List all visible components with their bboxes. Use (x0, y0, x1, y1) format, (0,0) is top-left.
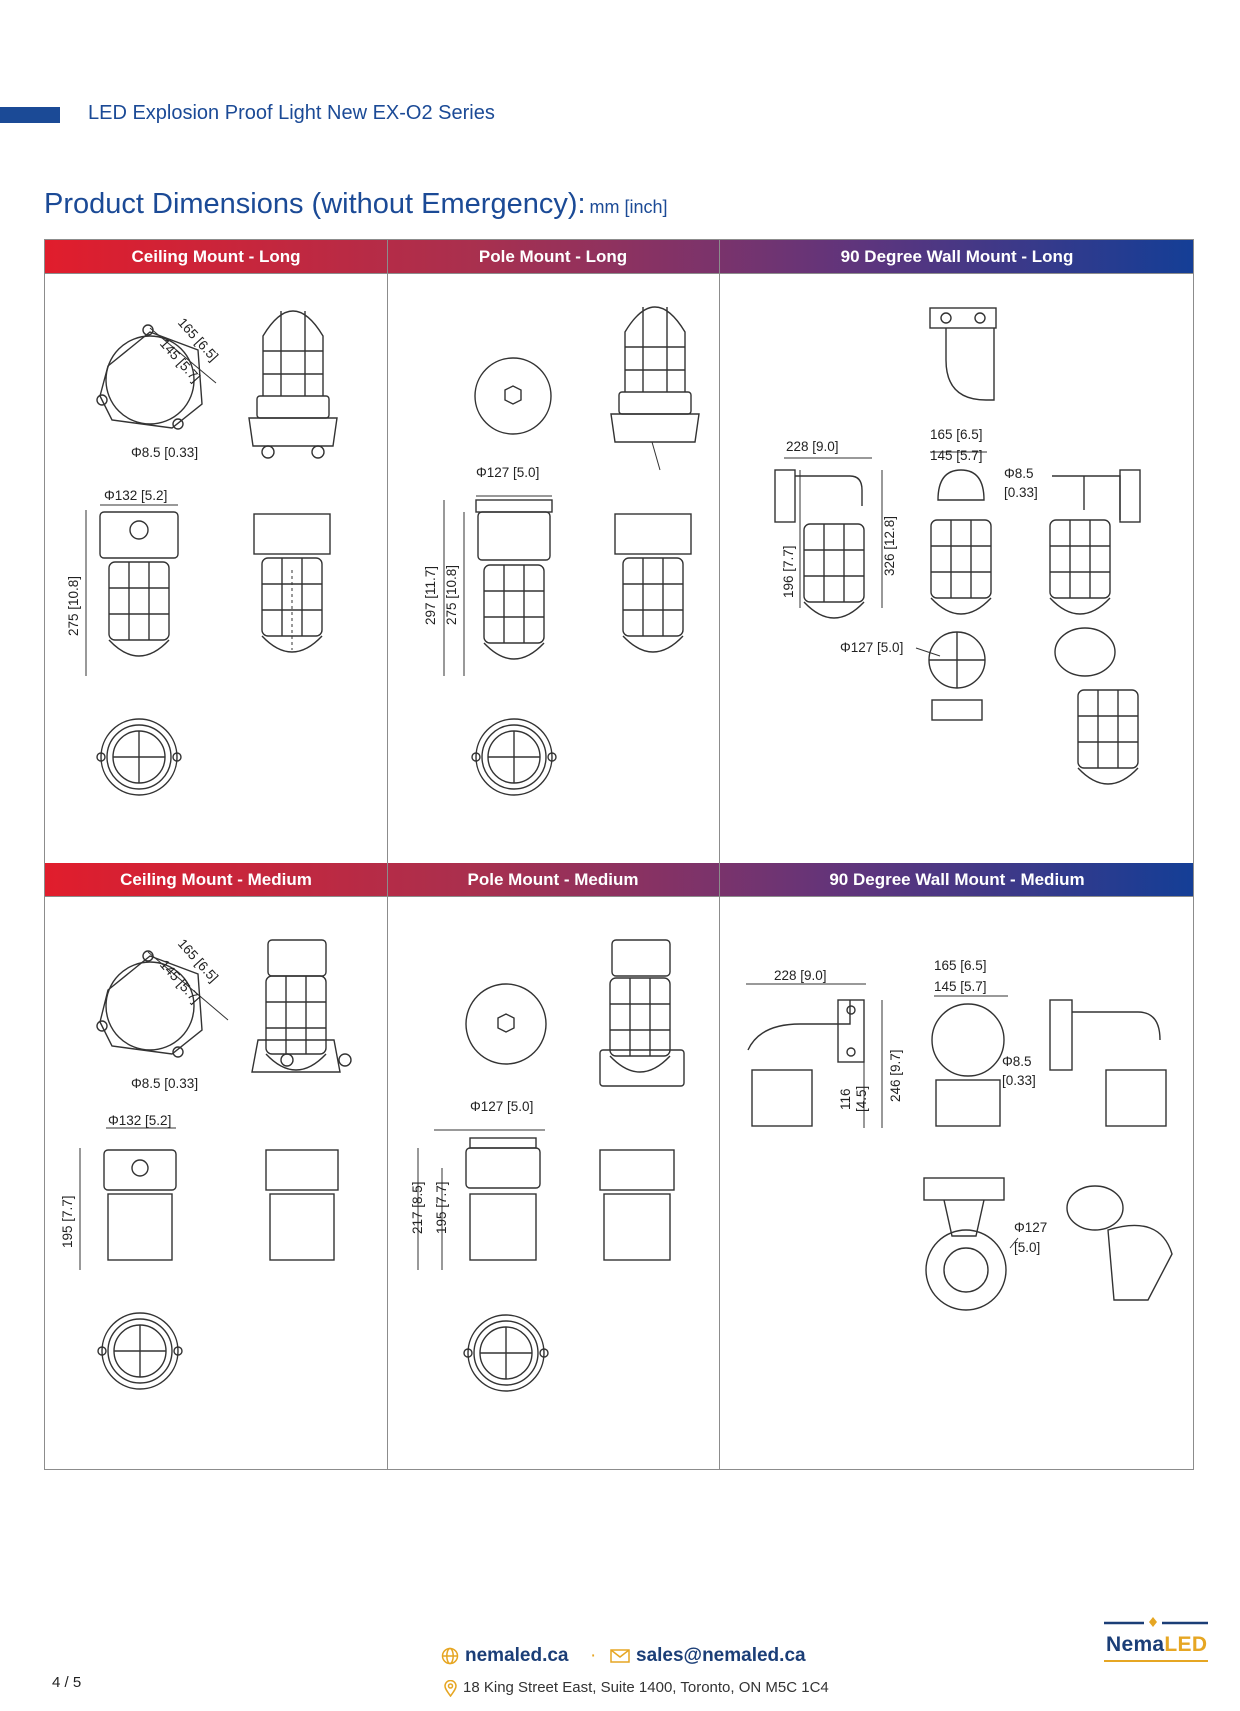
dim-145-wall-medium: 145 [5.7] (934, 979, 987, 994)
dimensions-grid: Ceiling Mount - Long Pole Mount - Long 9… (44, 239, 1194, 1470)
panel-title-wall-long: 90 Degree Wall Mount - Long (840, 247, 1074, 266)
panel-title-wall-medium: 90 Degree Wall Mount - Medium (829, 870, 1085, 889)
dim-8-5-ceiling-long: Φ8.5 [0.33] (131, 445, 199, 460)
footer-address: 18 King Street East, Suite 1400, Toronto… (444, 1679, 829, 1697)
ceiling-medium-drawing (79, 939, 352, 1390)
panel-title-ceiling-medium: Ceiling Mount - Medium (120, 870, 312, 889)
footer-email-text[interactable]: sales@nemaled.ca (636, 1645, 806, 1666)
panel-header-row-2: Ceiling Mount - Medium Pole Mount - Medi… (45, 863, 1193, 896)
grid-divider (45, 896, 1193, 897)
footer-website-text[interactable]: nemaled.ca (465, 1645, 569, 1666)
bulb-logo-icon (1104, 1617, 1208, 1662)
dim-132-ceiling-long: Φ132 [5.2] (104, 488, 168, 503)
header-accent-bar (0, 107, 60, 123)
dim-8-5-wall-medium: Φ8.5 (1002, 1054, 1032, 1069)
dim-145-wall-long: 145 [5.7] (930, 448, 983, 463)
section-title-text: Product Dimensions (without Emergency): (44, 188, 586, 220)
mail-icon (610, 1649, 630, 1663)
grid-divider (45, 273, 1193, 274)
logo-text-b: L (1164, 1633, 1178, 1656)
section-title-unit: mm [inch] (589, 197, 668, 217)
dim-228-wall-long: 228 [9.0] (786, 439, 839, 454)
footer-website[interactable]: nemaled.ca (441, 1645, 569, 1667)
dim-196-wall-long: 196 [7.7] (781, 545, 796, 598)
logo-text-a: Nema (1106, 1633, 1165, 1656)
dim-127-pole-medium: Φ127 [5.0] (470, 1099, 534, 1114)
logo-text-c: ED (1177, 1633, 1208, 1656)
dim-195-ceiling-medium: 195 [7.7] (60, 1195, 75, 1248)
dim-275-pole-long: 275 [10.8] (444, 564, 459, 625)
dim-165-wall-medium: 165 [6.5] (934, 958, 987, 973)
footer-separator: · (590, 1645, 597, 1666)
grid-divider (719, 240, 720, 1469)
company-logo: NemaLED (1104, 1617, 1208, 1665)
dim-4-5-wall-medium: [4.5] (854, 1085, 869, 1112)
dim-127-pole-long: Φ127 [5.0] (476, 465, 540, 480)
panel-title-pole-long: Pole Mount - Long (478, 247, 628, 266)
dim-8-5-wall-long: Φ8.5 (1004, 466, 1034, 481)
wall-long-drawing (774, 307, 1141, 785)
dim-5-0-wall-medium: [5.0] (1014, 1240, 1041, 1255)
dim-165-wall-long: 165 [6.5] (930, 427, 983, 442)
pole-medium-drawing (417, 939, 685, 1392)
dim-132-ceiling-medium: Φ132 [5.2] (108, 1113, 172, 1128)
panel-title-ceiling-long: Ceiling Mount - Long (131, 247, 301, 266)
dim-195-pole-medium: 195 [7.7] (434, 1181, 449, 1234)
ceiling-long-drawing (85, 310, 338, 796)
location-pin-icon (444, 1679, 457, 1697)
dim-228-wall-medium: 228 [9.0] (774, 968, 827, 983)
footer-address-text: 18 King Street East, Suite 1400, Toronto… (463, 1679, 829, 1696)
footer-email[interactable]: sales@nemaled.ca (610, 1645, 806, 1667)
globe-icon (441, 1647, 459, 1665)
grid-divider (387, 240, 388, 1469)
header-title: LED Explosion Proof Light New EX-O2 Seri… (88, 102, 495, 124)
dim-0-33-wall-long: [0.33] (1004, 485, 1038, 500)
dim-127-wall-medium: Φ127 (1014, 1220, 1048, 1235)
dim-8-5-ceiling-medium: Φ8.5 [0.33] (131, 1076, 199, 1091)
dim-127-wall-long: Φ127 [5.0] (840, 640, 904, 655)
panel-title-pole-medium: Pole Mount - Medium (467, 870, 639, 889)
section-title: Product Dimensions (without Emergency):m… (44, 188, 668, 221)
dim-217-pole-medium: 217 [8.5] (410, 1181, 425, 1234)
pole-long-drawing (443, 306, 700, 796)
wall-medium-drawing (746, 983, 1173, 1311)
panel-header-row-1: Ceiling Mount - Long Pole Mount - Long 9… (45, 240, 1193, 273)
dim-116-wall-medium: 116 (838, 1088, 853, 1110)
page-number: 4 / 5 (52, 1674, 82, 1691)
dim-246-wall-medium: 246 [9.7] (888, 1049, 903, 1102)
dim-0-33-wall-medium: [0.33] (1002, 1073, 1036, 1088)
logo-text: NemaLED (1106, 1633, 1207, 1657)
dim-297-pole-long: 297 [11.7] (423, 565, 438, 625)
dim-275-ceiling-long: 275 [10.8] (66, 575, 81, 636)
dim-326-wall-long: 326 [12.8] (882, 515, 897, 576)
